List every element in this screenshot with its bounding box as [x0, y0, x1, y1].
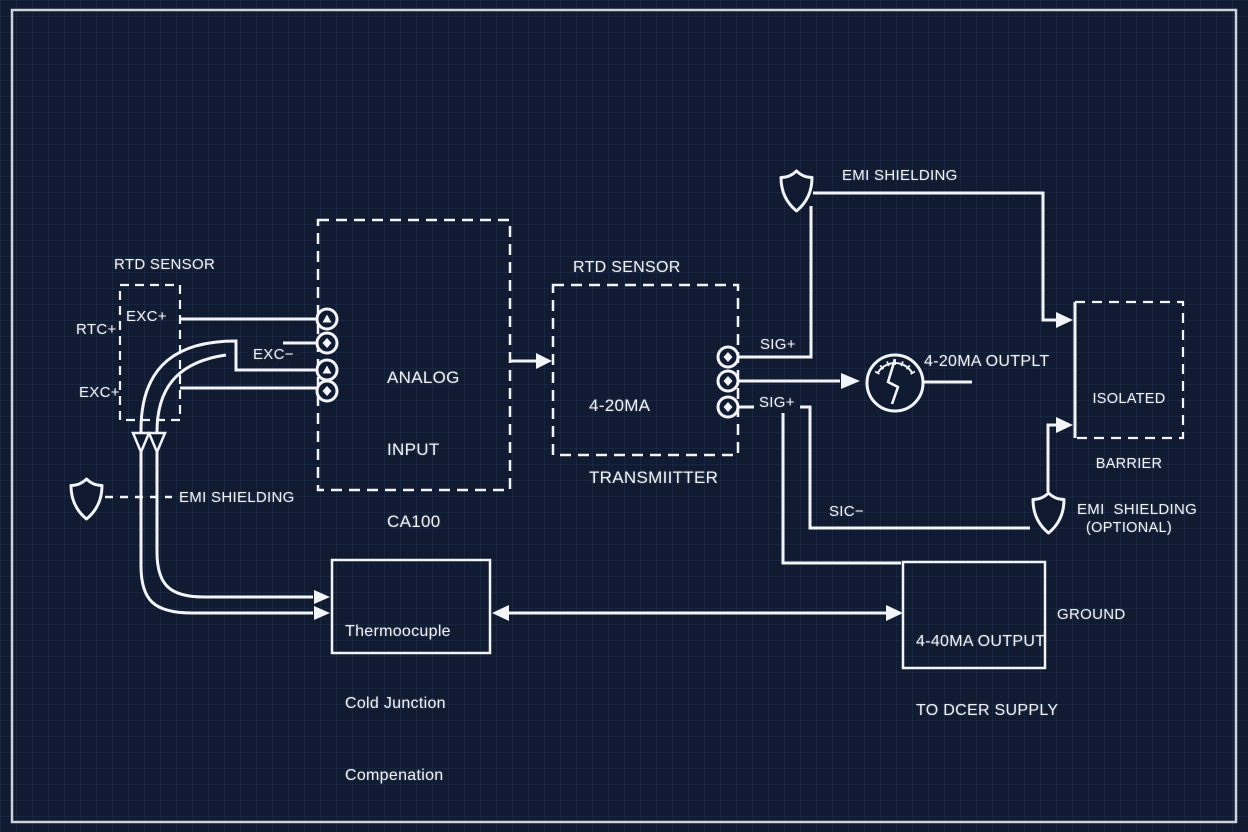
arrow-into-thermocouple-right-icon — [492, 605, 509, 621]
thermocouple-line-3: Compenation — [345, 767, 444, 784]
emi-shielding-top-label: EMI SHIELDING — [842, 167, 958, 184]
wire-sig-plus-top — [739, 206, 813, 359]
analog-input-box — [316, 218, 512, 492]
meter-needle — [886, 358, 900, 405]
arrow-into-meter-icon — [841, 373, 860, 389]
transmitter-title: 4-20MA TRANSMIITTER — [589, 346, 718, 538]
ground-label: GROUND — [1057, 606, 1126, 623]
arrow-down-outer-icon — [131, 431, 151, 456]
analog-input-title: ANALOG INPUT CA100 — [387, 318, 460, 582]
wire-supply-branch — [781, 407, 901, 565]
shield-icon — [1031, 491, 1066, 535]
isolated-barrier-title: ISOLATED BARRIER (OPTIONAL) — [1079, 346, 1179, 583]
arrow-into-transmitter-icon — [536, 353, 552, 369]
terminal-connector-icon — [315, 331, 339, 355]
arrow-into-thermocouple-1-icon — [314, 590, 330, 604]
terminal-connector-icon — [315, 358, 339, 382]
transmitter-terminals — [716, 345, 740, 419]
arrow-into-supply-icon — [886, 605, 903, 621]
pin-label-exc-minus: EXC− — [248, 345, 299, 365]
thermocouple-title: Thermoocuple Cold Junction Compenation — [345, 572, 451, 832]
isolated-barrier-line-2: BARRIER — [1095, 455, 1163, 472]
isolated-barrier-box — [1073, 300, 1185, 440]
analog-input-line-2: INPUT — [387, 440, 440, 459]
thermocouple-box — [330, 558, 492, 655]
pin-label-sig-plus-top: SIG+ — [760, 336, 796, 353]
terminal-connector-icon — [716, 369, 740, 393]
terminal-connector-icon — [716, 345, 740, 369]
thermocouple-line-1: Thermoocuple — [345, 623, 451, 640]
isolated-barrier-line-1: ISOLATED — [1092, 391, 1166, 407]
arrow-down-inner-icon — [147, 431, 167, 456]
analog-input-line-3: CA100 — [387, 512, 441, 531]
emi-shielding-right-label: EMI SHIELDING — [1077, 501, 1198, 518]
output-supply-line-2: TO DCER SUPPLY — [916, 702, 1059, 719]
output-supply-line-1: 4-40MA OUTPUT — [916, 633, 1046, 650]
terminal-connector-icon — [315, 379, 339, 403]
arrow-into-thermocouple-2-icon — [314, 606, 330, 620]
wire-curve-outer — [139, 339, 316, 615]
arrow-into-barrier-bottom-icon — [1056, 417, 1073, 433]
transmitter-line-1: 4-20MA — [589, 396, 651, 415]
transmitter-box — [551, 283, 740, 457]
analog-input-line-1: ANALOG — [387, 368, 460, 387]
shield-icon — [69, 477, 104, 521]
wire-emi-shielding-right — [1046, 423, 1056, 492]
pin-label-sig-plus-bottom: SIG+ — [754, 393, 800, 413]
down-arrow-icons — [131, 431, 167, 456]
pin-label-exc-plus-bottom: EXC+ — [79, 384, 120, 401]
output-supply-box — [901, 560, 1047, 670]
pin-label-sic-minus: SIC− — [829, 503, 864, 520]
isolated-barrier-line-3: (OPTIONAL) — [1086, 520, 1172, 536]
pin-label-rtc-plus: RTC+ — [76, 321, 117, 338]
pin-label-exc-plus-top: EXC+ — [126, 308, 167, 325]
transmitter-line-2: TRANSMIITTER — [589, 468, 719, 487]
meter-output-label: 4-20MA OUTPLT — [924, 353, 1050, 370]
arrow-into-barrier-top-icon — [1056, 312, 1073, 328]
thermocouple-line-2: Cold Junction — [345, 695, 446, 712]
shield-icon — [779, 169, 814, 213]
analog-meter-icon — [865, 353, 925, 413]
rtd-sensor-left-box — [118, 283, 182, 422]
emi-shielding-left-label: EMI SHIELDING — [179, 489, 295, 506]
rtd-sensor-right-title: RTD SENSOR — [573, 259, 681, 276]
terminal-connector-icon — [315, 307, 339, 331]
output-supply-title: 4-40MA OUTPUT TO DCER SUPPLY — [916, 584, 1058, 768]
wire-emi-shielding-top — [813, 191, 1056, 322]
analog-input-terminals — [315, 307, 339, 403]
terminal-connector-icon — [716, 395, 740, 419]
blueprint-frame — [10, 8, 1238, 824]
flow-arrow-icons — [314, 312, 1073, 621]
rtd-sensor-left-title: RTD SENSOR — [114, 256, 216, 273]
